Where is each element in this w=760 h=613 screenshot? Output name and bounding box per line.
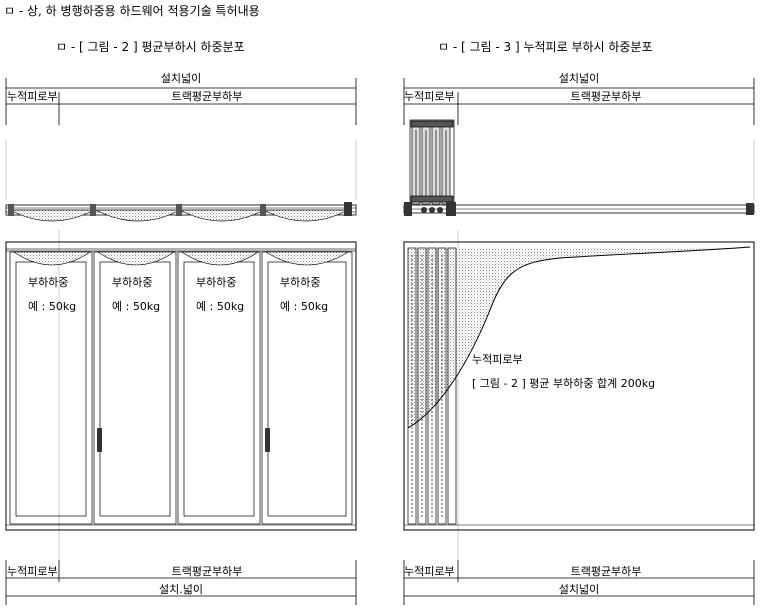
figure2-guide-lines [5,140,357,560]
figure2-top-width-label: 설치넓이 [160,72,202,85]
figure2-panel-3-load-label: 부하하중 [196,276,237,289]
figure3-dimension-bottom [403,560,755,605]
figure2-panel-4-load-label: 부하하중 [280,276,321,289]
figure2-caption: ㅁ - [ 그림 - 2 ] 평균부하시 하중분포 [56,40,245,54]
figure2-bottom-left-label: 누적피로부 [7,565,58,578]
figure3-caption: ㅁ - [ 그림 - 3 ] 누적피로 부하시 하중분포 [438,40,653,54]
figure2-panel-1-load-label: 부하하중 [28,276,69,289]
figure3-bottom-right-label: 트랙평균부하부 [570,565,642,578]
figure3-track [403,202,755,216]
figure3-load-curve [407,246,751,429]
figure2-panel-1-load-value: 예 : 50kg [28,300,77,313]
figure3-top-right-label: 트랙평균부하부 [570,90,642,103]
figure3-stacked-panels-frame [407,247,457,525]
figure3-load-curve-area [408,247,750,428]
figure2-bottom-width-label: 설치.넓이 [159,583,203,596]
figure2-panel-3-load-value: 예 : 50kg [196,300,245,313]
figure3-annotation-text: [ 그림 - 2 ] 평균 부하하중 합계 200kg [472,377,656,390]
figure3-frame [403,241,755,531]
figure3-top-width-label: 설치넓이 [558,72,600,85]
figure2-panel-2-load-value: 예 : 50kg [112,300,161,313]
figure2-bottom-right-label: 트랙평균부하부 [171,565,243,578]
figure2-frame [5,241,357,531]
figure2-door-panels [9,251,353,525]
figure2-top-right-label: 트랙평균부하부 [171,90,243,103]
figure2-dimension-top [5,78,357,125]
figure2-track [5,202,357,222]
figure3-bottom-left-label: 누적피로부 [404,565,455,578]
figure3-annotation-title: 누적피로부 [472,353,523,366]
figure2-panel-2-load-label: 부하하중 [112,276,153,289]
figure2-top-left-label: 누적피로부 [7,90,58,103]
figure2-dimension-bottom [5,560,357,605]
figure3-dimension-top [403,78,755,125]
figure2-panel-loads [13,251,350,266]
figure3-top-left-label: 누적피로부 [404,90,455,103]
figure3-stacked-panels-top [409,119,455,207]
figure2-panel-4-load-value: 예 : 50kg [280,300,329,313]
figure3-guide-lines [457,140,755,560]
page-title: ㅁ - 상, 하 병행하중용 하드웨어 적용기술 특허내용 [4,4,260,18]
figure3-bottom-width-label: 설치넓이 [558,583,600,596]
figure2-handles [97,428,270,452]
